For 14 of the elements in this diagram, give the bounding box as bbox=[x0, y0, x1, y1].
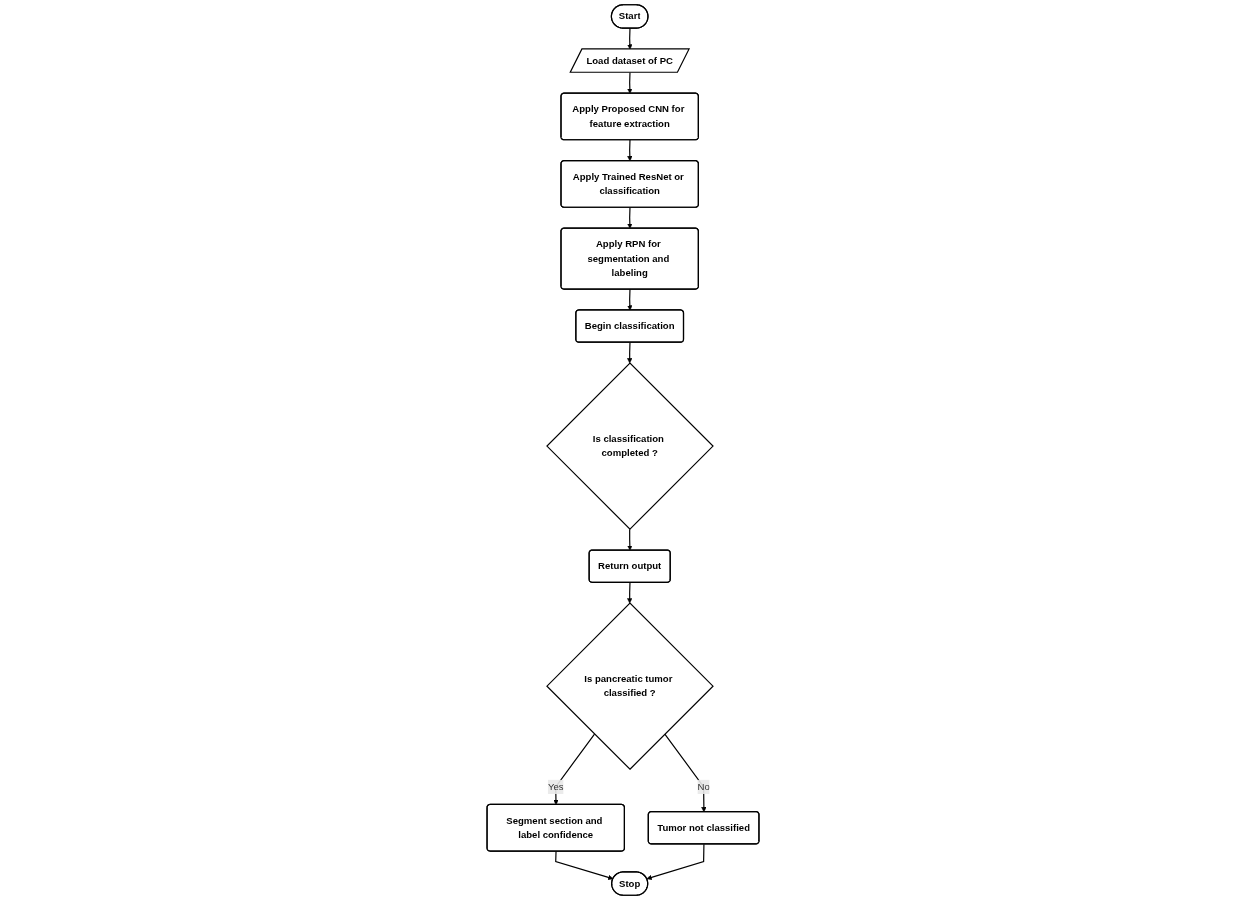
arrow bbox=[555, 850, 614, 880]
arrow bbox=[627, 528, 633, 551]
arrow bbox=[664, 733, 707, 813]
arrow bbox=[553, 733, 596, 805]
arrow bbox=[627, 582, 633, 604]
arrow bbox=[627, 341, 633, 364]
edge-label: Yes bbox=[547, 781, 564, 792]
node-diamond: Is classification completed ? bbox=[546, 362, 714, 530]
arrow bbox=[627, 206, 633, 229]
node-diamond: Is pancreatic tumor classified ? bbox=[546, 602, 714, 771]
arrow bbox=[627, 139, 633, 162]
arrow bbox=[646, 843, 705, 880]
arrow bbox=[627, 288, 633, 311]
edge-label: No bbox=[697, 781, 710, 792]
